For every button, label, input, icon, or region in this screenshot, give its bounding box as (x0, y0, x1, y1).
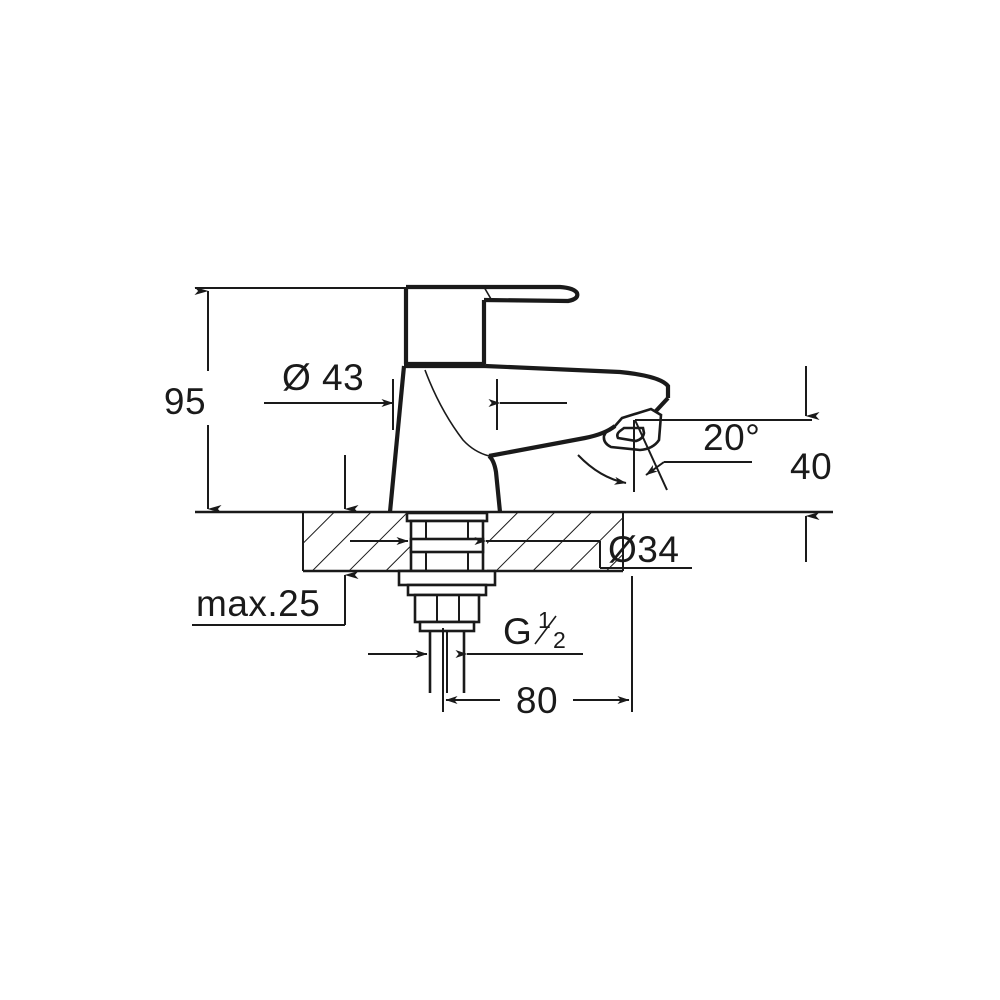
faucet-shank-assembly (397, 511, 497, 693)
aerator-housing (602, 407, 663, 452)
dim-label-thread-numerator: 1 (538, 607, 551, 633)
dimension-projection-40: 40 (790, 366, 832, 562)
spout-tip-face (653, 396, 670, 414)
jet-direction-line (634, 419, 668, 491)
aerator-insert (616, 426, 646, 443)
dimension-height-95: 95 (164, 287, 420, 513)
body-shoulder-curve (424, 369, 490, 457)
dimension-length-80: 80 (442, 576, 633, 721)
lever-handle (403, 284, 580, 367)
dimension-angle-20: 20° (577, 417, 812, 492)
dim-label-40: 40 (790, 446, 832, 487)
dimension-diameter-34: Ø34 (350, 529, 692, 570)
dim-label-max-25: max.25 (196, 583, 320, 624)
lever-arm-joint (483, 286, 492, 300)
clamp-washer (397, 569, 497, 587)
faucet-body (387, 363, 671, 513)
angle-arc-arrow (577, 454, 627, 485)
dimension-diameter-43: Ø 43 (264, 357, 567, 430)
hex-nut (413, 593, 481, 624)
dimension-thread-g-half: G 1 2 (368, 607, 583, 658)
dim-label-43: Ø 43 (282, 357, 364, 398)
fraction-bar-thread (534, 615, 557, 645)
dim-label-95: 95 (164, 381, 206, 422)
dimension-max-25: max.25 (192, 455, 359, 626)
leader-arrow-20deg (645, 461, 665, 476)
dim-label-20-degrees: 20° (703, 417, 760, 458)
spout-underside (488, 424, 617, 459)
lever-arm (483, 284, 580, 304)
nut-chamfer (418, 620, 476, 633)
body-right-profile (487, 454, 503, 513)
dim-label-80: 80 (516, 680, 558, 721)
spout-top-profile (484, 363, 671, 398)
shank-mid-band (409, 537, 485, 554)
body-left-profile (387, 365, 407, 513)
dim-label-thread-denominator: 2 (553, 627, 566, 653)
dim-label-34: Ø34 (608, 529, 679, 570)
dim-label-thread-prefix: G (503, 611, 532, 652)
retaining-ring (406, 583, 488, 597)
